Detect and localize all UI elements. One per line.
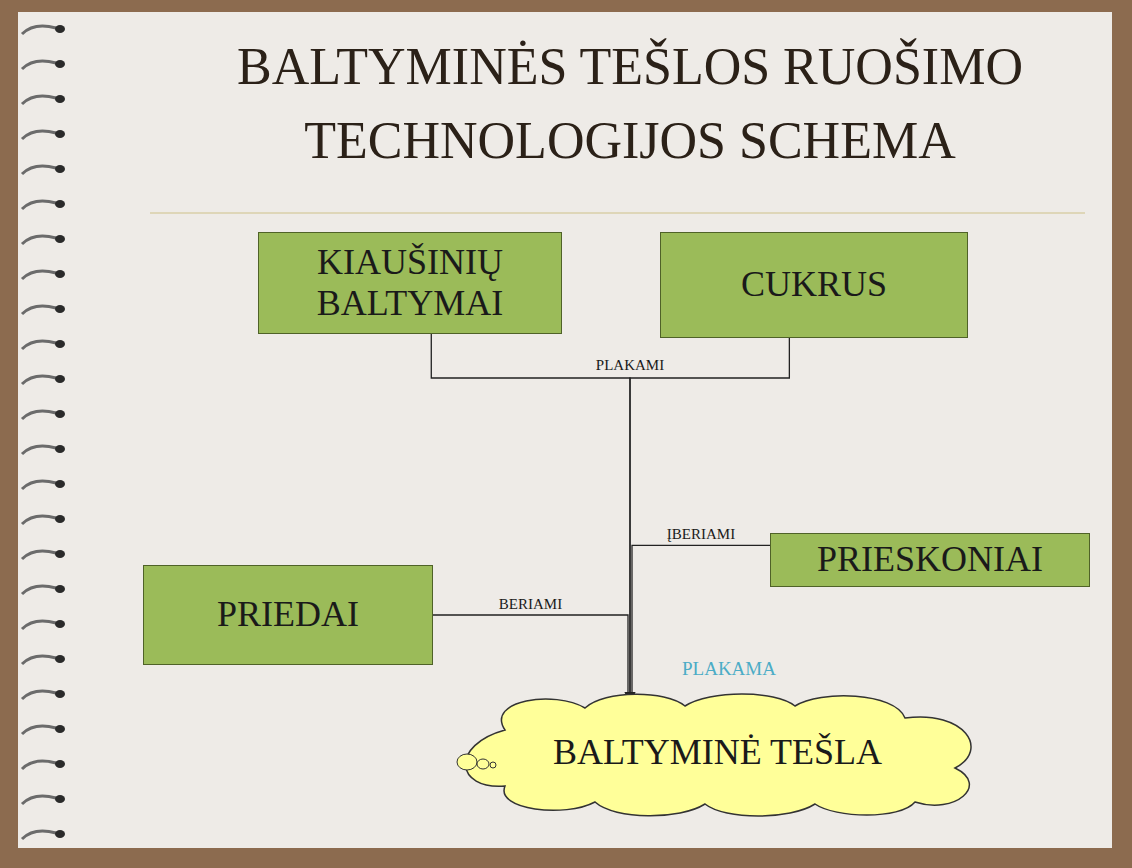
ring [22,271,56,279]
ring-hole [55,235,65,243]
ring [22,481,56,489]
flow-arrow [431,334,630,700]
result-cloud: BALTYMINĖ TEŠLA [445,690,990,815]
ring-hole [55,515,65,523]
ring [22,306,56,314]
ring [22,341,56,349]
ingredient-box: PRIEDAI [143,565,433,665]
ring-hole [55,760,65,768]
spiral-binding [22,25,65,839]
ring [22,26,56,34]
node-text: BALTYMINĖ TEŠLA [483,732,952,773]
ring-hole [55,305,65,313]
ring-hole [55,795,65,803]
ring-hole [55,585,65,593]
ring-hole [55,270,65,278]
ring-hole [55,410,65,418]
ring [22,726,56,734]
ring-hole [55,60,65,68]
ring [22,796,56,804]
diagram-title: BALTYMINĖS TEŠLOS RUOŠIMO TECHNOLOGIJOS … [150,30,1110,178]
ring [22,96,56,104]
ring-hole [55,25,65,33]
edge-label: ĮBERIAMI [665,526,737,543]
ring [22,831,56,839]
ring-hole [55,340,65,348]
ring-hole [55,95,65,103]
title-rule [150,212,1085,214]
ingredient-box: PRIESKONIAI [770,533,1090,586]
notebook-page [18,12,1112,848]
ring [22,656,56,664]
ring [22,551,56,559]
edge-label: BERIAMI [497,596,564,613]
ring-hole [55,620,65,628]
node-text: KIAUŠINIŲ BALTYMAI [259,242,561,325]
ring-hole [55,200,65,208]
ring-hole [55,445,65,453]
ring [22,131,56,139]
ring-hole [55,375,65,383]
edge-label: PLAKAMI [594,357,666,374]
node-text: CUKRUS [733,264,895,305]
ingredient-box: KIAUŠINIŲ BALTYMAI [258,232,562,334]
ring-hole [55,130,65,138]
node-text: PRIEDAI [209,594,367,635]
ring [22,691,56,699]
ring-hole [55,655,65,663]
ring [22,411,56,419]
ring [22,516,56,524]
ring [22,621,56,629]
ring [22,201,56,209]
ingredient-box: CUKRUS [660,232,968,338]
ring [22,761,56,769]
node-text: PRIESKONIAI [809,539,1051,580]
ring-hole [55,480,65,488]
flow-arrow [630,338,789,700]
ring-hole [55,830,65,838]
ring [22,586,56,594]
ring [22,376,56,384]
ring-hole [55,725,65,733]
ring-hole [55,165,65,173]
ring-hole [55,690,65,698]
flow-arrow [433,615,628,700]
ring-hole [55,550,65,558]
process-note: PLAKAMA [680,658,778,680]
ring [22,61,56,69]
ring [22,446,56,454]
ring [22,236,56,244]
ring [22,166,56,174]
